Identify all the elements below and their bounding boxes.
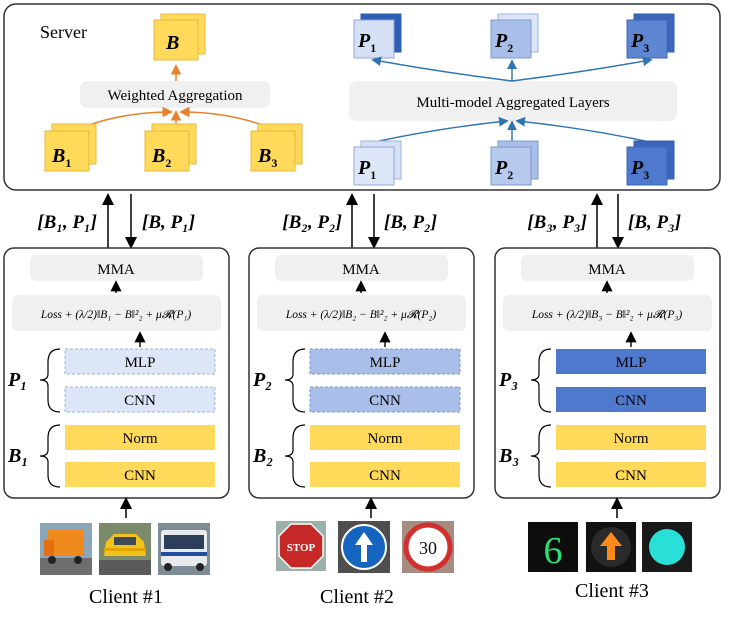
- stop-sign-image: STOP: [276, 521, 326, 571]
- ahead-only-sign-image: [338, 521, 390, 573]
- round-signal-image: [642, 522, 692, 572]
- client-1-b-label: B₁: [7, 445, 28, 467]
- client-3-cnn-p: CNN: [615, 393, 647, 409]
- client-2-label: Client #2: [320, 586, 394, 608]
- server-bottom-P1-block: P1: [353, 140, 402, 186]
- comm-client-1: [B₁, P₁] [B, P₁]: [37, 193, 195, 249]
- comm-client-3: [B₃, P₃] [B, P₃]: [527, 193, 681, 249]
- svg-text:P3: P3: [630, 157, 649, 182]
- server-bottom-P2-block: P2: [490, 140, 539, 186]
- aggregated-B-block: B: [153, 13, 206, 61]
- multi-model-panel: [349, 81, 677, 121]
- client-3-cnn-b: CNN: [615, 468, 647, 484]
- client-2-box: MMA Loss + (λ/2)‖B₂ − B‖²₂ + μ𝓡(P₂) MLP …: [248, 247, 475, 518]
- server-B1-block: B1: [44, 123, 97, 172]
- client-3-p-label: P₃: [498, 369, 518, 391]
- digit-display-text: 6: [544, 530, 563, 572]
- comm-3-down: [B, P₃]: [628, 212, 681, 233]
- client-2-mlp: MLP: [370, 355, 401, 371]
- speed-limit-30-sign-image: 30: [402, 521, 454, 573]
- arrow-signal-image: [586, 522, 636, 572]
- client-2-loss: Loss + (λ/2)‖B₂ − B‖²₂ + μ𝓡(P₂): [285, 309, 437, 321]
- comm-client-2: [B₂, P₂] [B, P₂]: [282, 193, 437, 249]
- server-top-P2-block: P2: [490, 13, 539, 59]
- client-3-box: MMA Loss + (λ/2)‖B₃ − B‖²₂ + μ𝓡(P₃) MLP …: [494, 247, 721, 518]
- comm-1-up: [B₁, P₁]: [37, 212, 97, 233]
- weighted-aggregation-panel: [80, 81, 270, 108]
- svg-text:B1: B1: [51, 145, 71, 170]
- client-1-cnn-b: CNN: [124, 468, 156, 484]
- svg-text:P3: P3: [630, 30, 649, 55]
- server-B3-block: B3: [250, 123, 303, 172]
- client-2-norm: Norm: [368, 431, 403, 447]
- client-1-box: MMA Loss + (λ/2)‖B₁ − B‖²₂ + μ𝓡(P₁) MLP …: [3, 247, 230, 518]
- server-bottom-P3-block: P3: [626, 140, 675, 186]
- server-title: Server: [40, 22, 87, 42]
- client-2-cnn-p: CNN: [369, 393, 401, 409]
- client-3-mlp: MLP: [616, 355, 647, 371]
- svg-text:P1: P1: [357, 157, 376, 182]
- comm-2-up: [B₂, P₂]: [282, 212, 342, 233]
- svg-text:B3: B3: [257, 145, 277, 170]
- client-1-mlp: MLP: [125, 355, 156, 371]
- client-3-norm: Norm: [614, 431, 649, 447]
- comm-1-down: [B, P₁]: [142, 212, 195, 233]
- svg-text:B2: B2: [151, 145, 171, 170]
- client-3-loss: Loss + (λ/2)‖B₃ − B‖²₂ + μ𝓡(P₃): [531, 309, 683, 321]
- bus-image: [158, 523, 210, 575]
- client-3-b-label: B₃: [498, 445, 519, 467]
- weighted-aggregation-label: Weighted Aggregation: [107, 88, 243, 104]
- client-1-loss: Loss + (λ/2)‖B₁ − B‖²₂ + μ𝓡(P₁): [40, 309, 192, 321]
- svg-text:P1: P1: [357, 30, 376, 55]
- client-1-mma: MMA: [97, 262, 135, 278]
- client-2-cnn-b: CNN: [369, 468, 401, 484]
- speed-limit-text: 30: [419, 538, 437, 558]
- client-2-p-label: P₂: [252, 369, 272, 391]
- svg-text:P2: P2: [494, 157, 513, 182]
- comm-2-down: [B, P₂]: [384, 212, 437, 233]
- client-1-label: Client #1: [89, 586, 163, 608]
- digit-display-image: 6: [528, 522, 578, 572]
- client-3-label: Client #3: [575, 580, 649, 602]
- aggregated-B-label: B: [165, 32, 179, 54]
- server-B2-block: B2: [144, 123, 197, 172]
- taxi-image: [99, 523, 151, 575]
- server-top-P3-block: P3: [626, 13, 675, 59]
- truck-image: [40, 523, 92, 575]
- client-2-mma: MMA: [342, 262, 380, 278]
- stop-sign-text: STOP: [287, 542, 316, 554]
- comm-3-up: [B₃, P₃]: [527, 212, 587, 233]
- svg-text:P2: P2: [494, 30, 513, 55]
- client-1-p-label: P₁: [7, 369, 27, 391]
- multi-model-label: Multi-model Aggregated Layers: [416, 95, 609, 111]
- client-2-b-label: B₂: [252, 445, 273, 467]
- client-1-cnn-p: CNN: [124, 393, 156, 409]
- client-3-mma: MMA: [588, 262, 626, 278]
- client-1-norm: Norm: [123, 431, 158, 447]
- server-top-P1-block: P1: [353, 13, 402, 59]
